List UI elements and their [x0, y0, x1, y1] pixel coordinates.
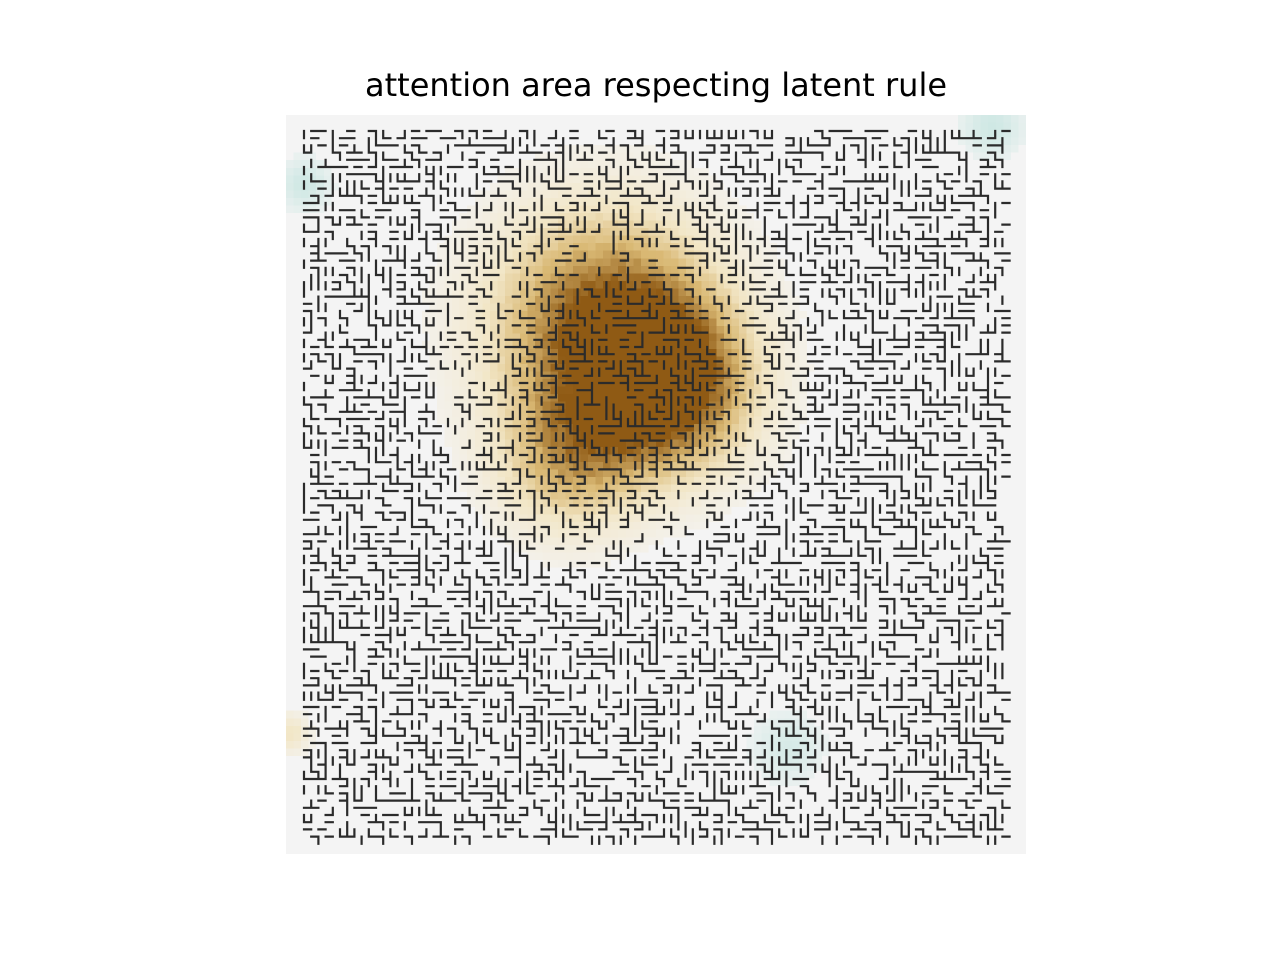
- edge-lines: [302, 129, 1011, 845]
- plot-area: [286, 115, 1026, 854]
- edge-overlay: [302, 129, 1011, 845]
- chart-title: attention area respecting latent rule: [364, 66, 948, 104]
